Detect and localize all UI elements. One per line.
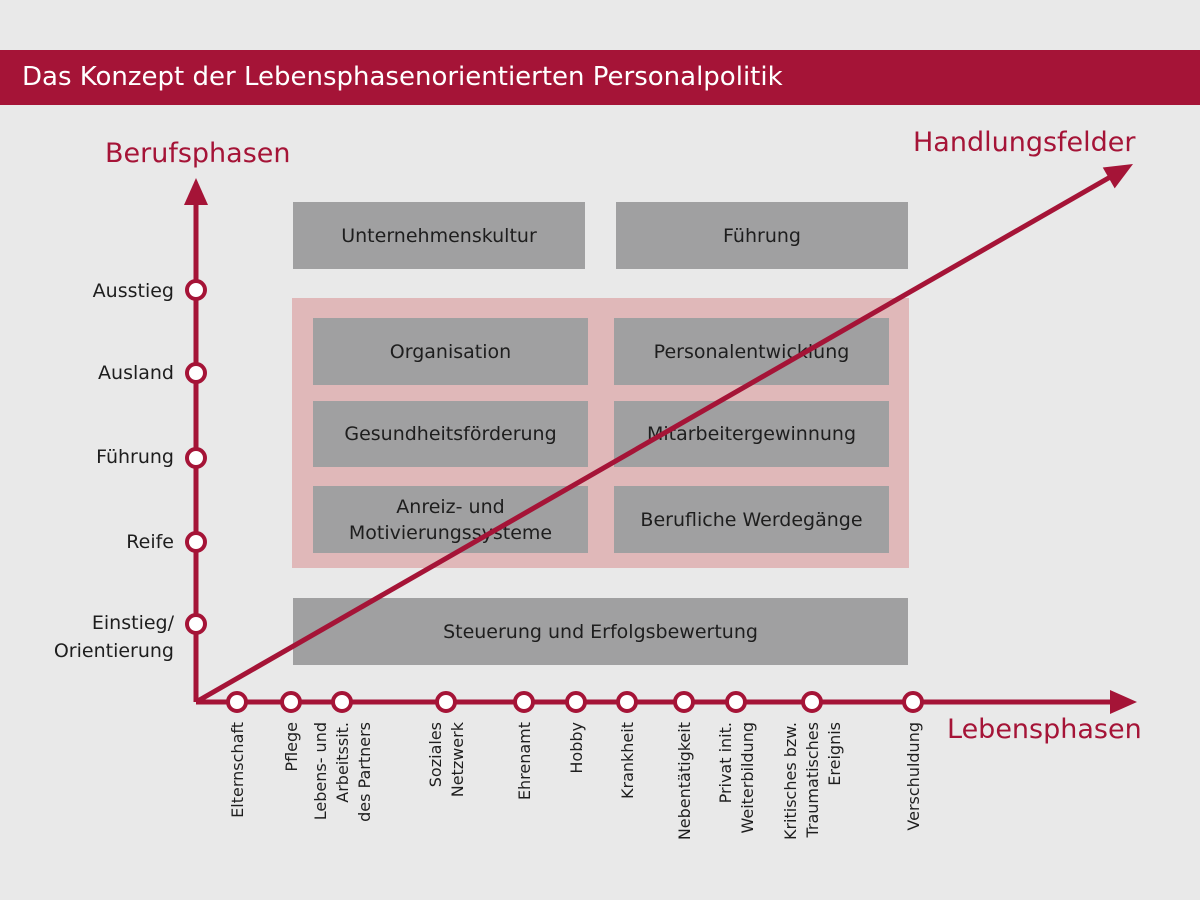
- life-marker-5: [513, 691, 535, 713]
- life-marker-6: [565, 691, 587, 713]
- life-phase-label-11-line-1: Verschuldung: [904, 722, 923, 831]
- axis-title-berufsphasen: Berufsphasen: [105, 138, 291, 169]
- diagonal-axis-arrowhead: [1102, 164, 1133, 189]
- life-phase-label-10-line-1: Kritisches bzw.: [781, 722, 800, 840]
- field-organisation: Organisation: [313, 318, 588, 385]
- axis-title-lebensphasen: Lebensphasen: [947, 714, 1142, 745]
- career-label-fuehrung: Führung: [96, 446, 174, 468]
- career-label-ausstieg: Ausstieg: [92, 280, 174, 302]
- life-phase-label-1-line-1: Elternschaft: [228, 722, 247, 818]
- life-phase-label-5-line-1: Ehrenamt: [515, 722, 534, 800]
- life-marker-1: [226, 691, 248, 713]
- life-marker-3: [331, 691, 353, 713]
- life-phase-label-2-line-1: Pflege: [282, 722, 301, 772]
- career-marker-1: [185, 613, 207, 635]
- life-phase-label-4-line-1: Soziales: [426, 722, 445, 787]
- career-label-einstieg: Einstieg/ Orientierung: [53, 612, 174, 662]
- field-leadership: Führung: [616, 202, 908, 269]
- field-health: Gesundheitsförderung: [313, 401, 588, 467]
- career-marker-5: [185, 279, 207, 301]
- horizontal-axis-arrowhead: [1110, 690, 1137, 714]
- life-phase-label-7-line-1: Krankheit: [618, 722, 637, 799]
- career-label-reife: Reife: [126, 531, 174, 553]
- field-controlling: Steuerung und Erfolgsbewertung: [293, 598, 908, 665]
- page-title: Das Konzept der Lebensphasenorientierten…: [0, 50, 1200, 105]
- life-phase-label-9-line-1: Privat init.: [716, 722, 735, 803]
- field-incentives: Anreiz- und Motivierungssysteme: [313, 486, 588, 553]
- life-phase-label-3-line-2: Arbeitssit.: [333, 722, 352, 803]
- life-phase-label-8-line-1: Nebentätigkeit: [675, 722, 694, 840]
- life-phase-label-10-line-3: Ereignis: [825, 722, 844, 786]
- life-marker-9: [725, 691, 747, 713]
- life-phase-label-4-line-2: Netzwerk: [448, 721, 467, 797]
- life-marker-11: [902, 691, 924, 713]
- field-careers: Berufliche Werdegänge: [614, 486, 889, 553]
- career-label-ausland: Ausland: [98, 362, 174, 384]
- diagonal-axis: [194, 173, 1114, 705]
- life-marker-4: [435, 691, 457, 713]
- life-phase-label-9-line-2: Weiterbildung: [738, 722, 757, 834]
- career-marker-3: [185, 447, 207, 469]
- life-phase-label-3-line-1: Lebens- und: [311, 722, 330, 820]
- life-marker-2: [280, 691, 302, 713]
- life-phase-label-3-line-3: des Partners: [355, 722, 374, 822]
- axis-title-handlungsfelder: Handlungsfelder: [913, 127, 1136, 158]
- field-culture: Unternehmenskultur: [293, 202, 585, 269]
- vertical-axis-arrowhead: [184, 178, 208, 205]
- career-marker-4: [185, 362, 207, 384]
- life-phase-label-10-line-2: Traumatisches: [803, 722, 822, 839]
- life-phase-label-6-line-1: Hobby: [567, 722, 586, 774]
- life-marker-10: [801, 691, 823, 713]
- career-marker-2: [185, 531, 207, 553]
- life-marker-8: [673, 691, 695, 713]
- life-marker-7: [616, 691, 638, 713]
